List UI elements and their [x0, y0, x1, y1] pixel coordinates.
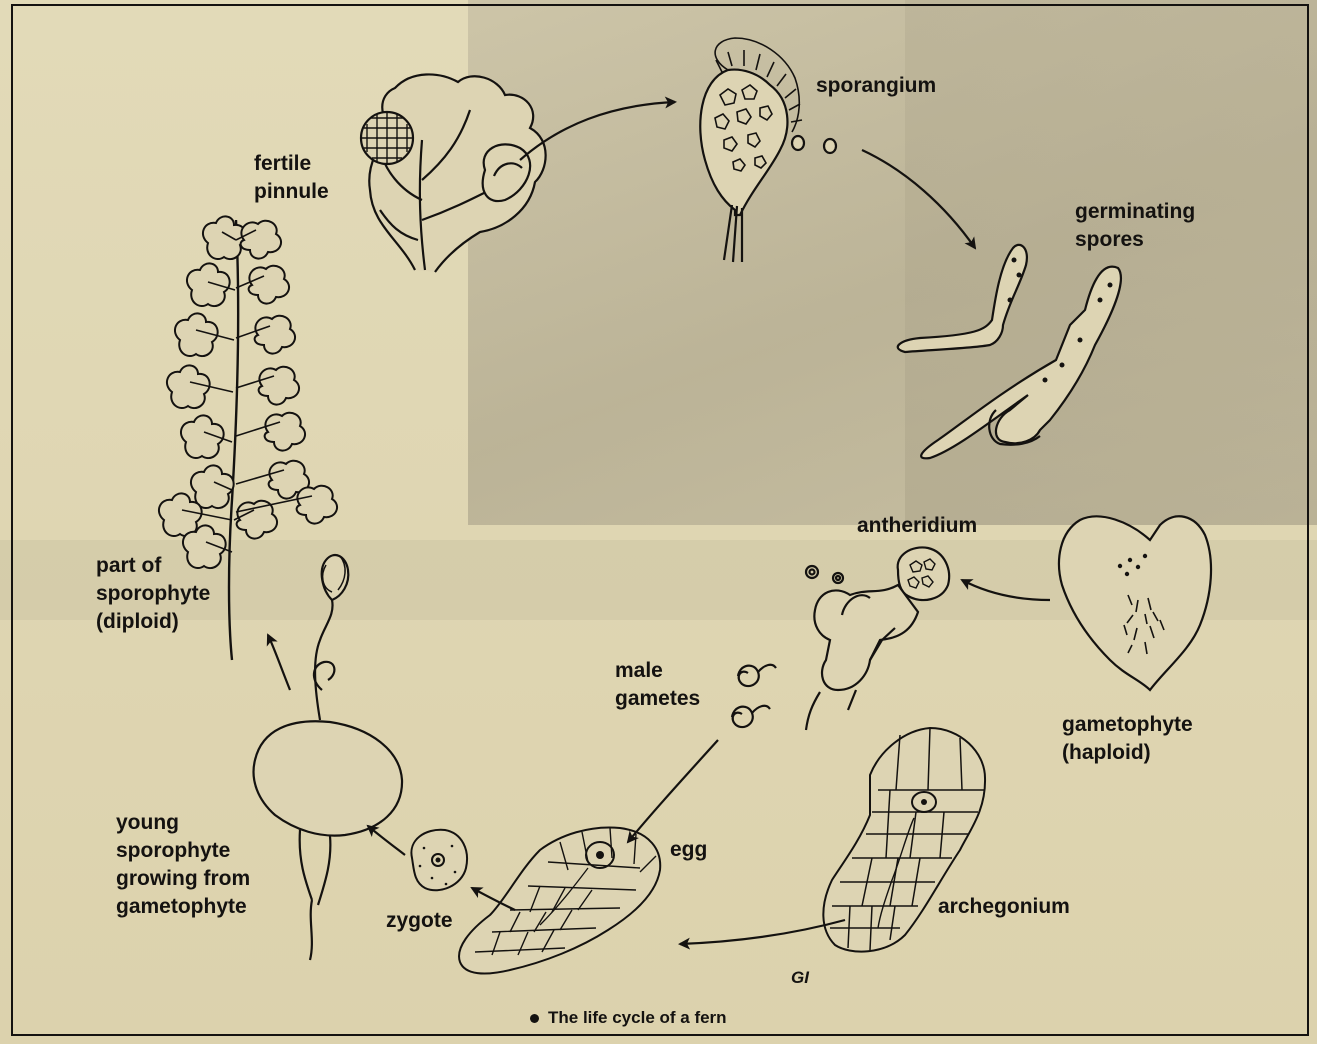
label-young-sporophyte-line-2: sporophyte: [116, 837, 250, 865]
label-antheridium: antheridium: [857, 512, 977, 540]
label-fertile-pinnule: fertile pinnule: [254, 150, 329, 206]
male-gametes-drawing: [732, 665, 776, 727]
egg-drawing: [459, 827, 660, 973]
gametophyte-drawing: [1059, 516, 1211, 690]
label-zygote: zygote: [386, 907, 453, 935]
label-young-sporophyte-line-1: young: [116, 809, 250, 837]
arrow-sporangium-to-spores: [862, 150, 975, 248]
antheridium-drawing: [806, 547, 949, 730]
label-young-sporophyte-line-4: gametophyte: [116, 893, 250, 921]
label-sporangium: sporangium: [816, 72, 936, 100]
label-gametophyte: gametophyte (haploid): [1062, 711, 1193, 767]
young-sporophyte-drawing: [254, 555, 403, 960]
label-male-gametes-line-1: male: [615, 657, 700, 685]
arrow-gametophyte-to-antheridium: [962, 580, 1050, 600]
label-young-sporophyte: young sporophyte growing from gametophyt…: [116, 809, 250, 921]
label-gametophyte-line-1: gametophyte: [1062, 711, 1193, 739]
zygote-drawing: [411, 830, 467, 890]
label-archegonium: archegonium: [938, 893, 1070, 921]
label-germinating-spores-line-2: spores: [1075, 226, 1195, 254]
arrow-young-to-frond: [268, 635, 290, 690]
label-fertile-pinnule-line-1: fertile: [254, 150, 329, 178]
bullet-icon: [530, 1014, 539, 1023]
germinating-spores-drawing: [898, 245, 1121, 458]
label-part-of-sporophyte: part of sporophyte (diploid): [96, 552, 210, 636]
figure-caption: The life cycle of a fern: [530, 1008, 727, 1028]
label-male-gametes-line-2: gametes: [615, 685, 700, 713]
arrow-archegonium-to-egg: [680, 920, 845, 944]
label-part-of-sporophyte-line-3: (diploid): [96, 608, 210, 636]
fertile-pinnule-drawing: [361, 74, 546, 272]
label-egg: egg: [670, 836, 707, 864]
label-germinating-spores-line-1: germinating: [1075, 198, 1195, 226]
label-part-of-sporophyte-line-2: sporophyte: [96, 580, 210, 608]
label-part-of-sporophyte-line-1: part of: [96, 552, 210, 580]
label-male-gametes: male gametes: [615, 657, 700, 713]
label-young-sporophyte-line-3: growing from: [116, 865, 250, 893]
label-gametophyte-line-2: (haploid): [1062, 739, 1193, 767]
figure-caption-text: The life cycle of a fern: [548, 1008, 727, 1027]
arrow-zygote-to-young-sporophyte: [368, 826, 405, 855]
arrow-gametes-to-archegonium: [628, 740, 718, 842]
label-fertile-pinnule-line-2: pinnule: [254, 178, 329, 206]
label-germinating-spores: germinating spores: [1075, 198, 1195, 254]
illustrator-credit: GI: [791, 968, 809, 988]
